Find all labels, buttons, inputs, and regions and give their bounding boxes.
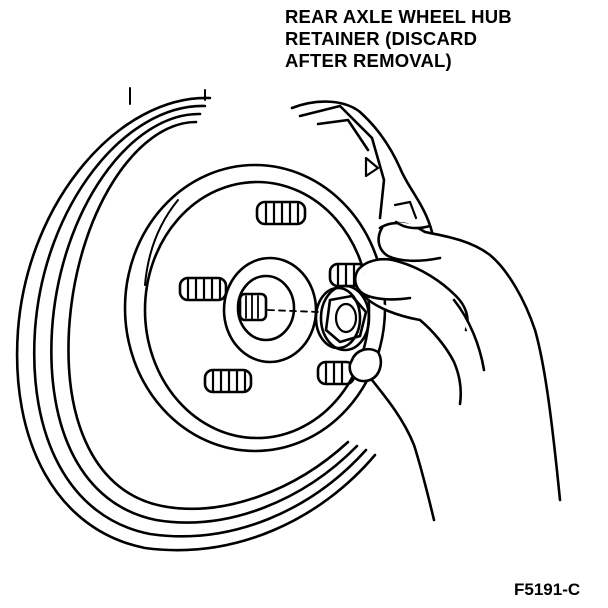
figure-id: F5191-C	[514, 580, 581, 599]
retainer-callout: REAR AXLE WHEEL HUB RETAINER (DISCARD AF…	[285, 6, 512, 72]
alignment-line	[267, 309, 319, 313]
technician-hand	[348, 220, 562, 522]
wheel-stud-top	[255, 200, 307, 226]
rotor-face	[123, 163, 387, 453]
rotor-outer-rims	[15, 87, 377, 552]
splash-shield	[290, 100, 434, 234]
callout-line-1: REAR AXLE WHEEL HUB	[285, 6, 512, 27]
hub-retainer-nut	[314, 284, 371, 352]
callout-line-2: RETAINER (DISCARD	[285, 28, 478, 49]
wheel-stud-lower-left	[203, 368, 253, 394]
callout-line-3: AFTER REMOVAL)	[285, 50, 452, 71]
wheel-stud-left	[178, 276, 228, 302]
